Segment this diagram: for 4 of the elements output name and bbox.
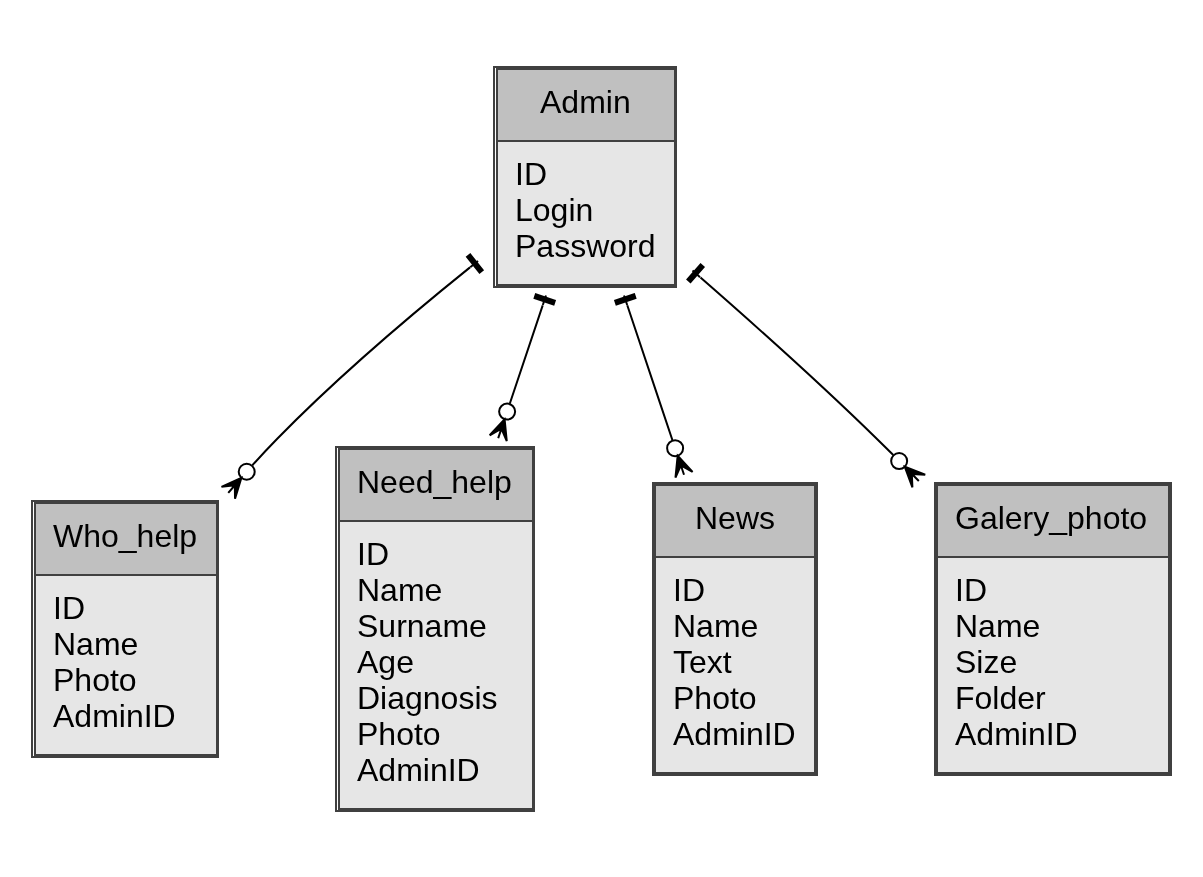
connector bbox=[613, 292, 694, 479]
connector bbox=[488, 292, 557, 442]
connector bbox=[220, 252, 485, 500]
connector bbox=[686, 262, 927, 488]
